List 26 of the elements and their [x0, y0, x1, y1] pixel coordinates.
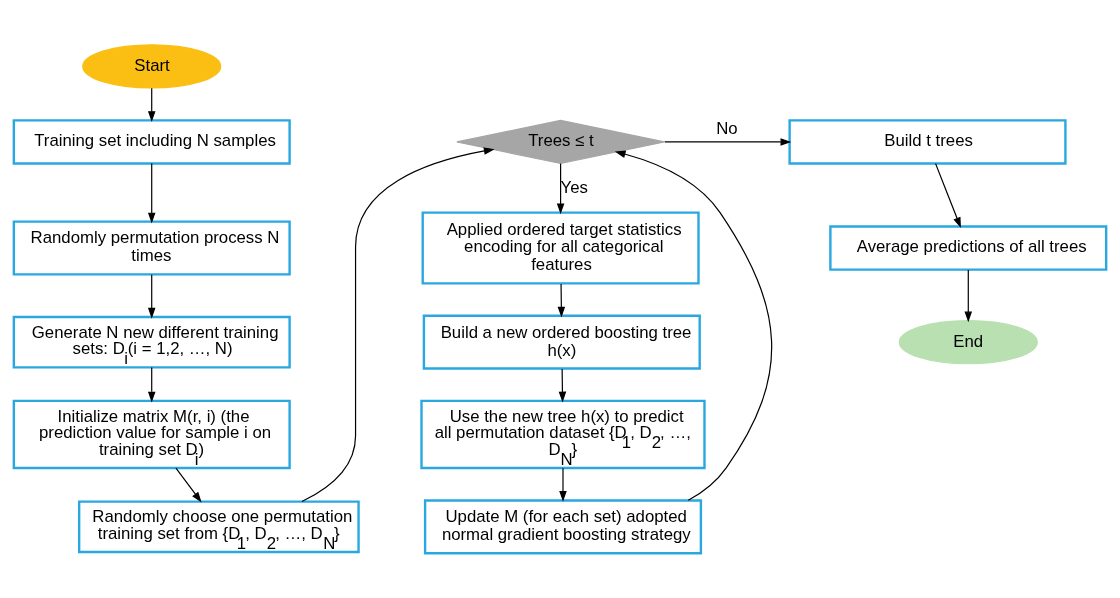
node-box: Applied ordered target statistics encoding for all categorical features: [421, 211, 700, 285]
node-ellipse: End: [898, 319, 1038, 365]
node-box: Build t trees: [788, 119, 1067, 165]
node-diamond: Trees ≤ t: [456, 119, 665, 165]
arrow: [664, 138, 792, 146]
arrow: [175, 467, 202, 503]
arrow: [558, 368, 567, 403]
arrow: [559, 467, 567, 502]
arrow: [147, 87, 156, 122]
edge-label: No: [716, 118, 738, 138]
arrow: [556, 163, 565, 215]
arrow: [147, 366, 156, 403]
arrow: [147, 274, 156, 319]
node-box: Training set including N samples: [12, 119, 291, 165]
node-box: Randomly permutation process N times: [12, 220, 291, 276]
node-ellipse: Start: [82, 44, 222, 89]
edge-label: Yes: [560, 177, 588, 197]
arrow: [934, 163, 961, 229]
arrow: [301, 147, 495, 503]
arrow: [614, 150, 773, 501]
arrow: [964, 269, 973, 323]
node-box: Update M (for each set) adopted normal gradient boosting strategy: [423, 499, 703, 555]
node-box: Build a new ordered boosting tree h(x): [422, 314, 701, 370]
arrow: [147, 163, 156, 224]
node-box: Average predictions of all trees: [829, 225, 1108, 271]
arrow: [557, 283, 566, 318]
